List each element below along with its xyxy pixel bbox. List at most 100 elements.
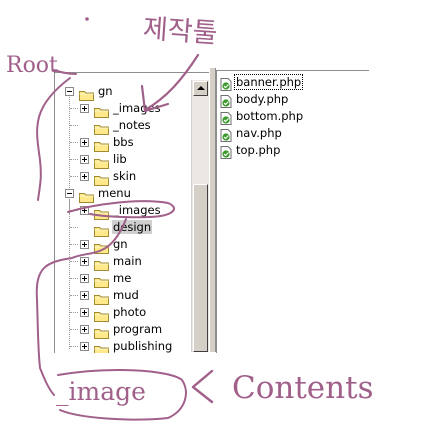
tree-item[interactable]: _images <box>55 202 195 220</box>
collapse-toggle-icon[interactable] <box>65 87 74 96</box>
contents-annotation: Contents <box>232 370 373 406</box>
tree-item[interactable]: photo <box>55 304 195 322</box>
expand-toggle-icon[interactable] <box>80 325 89 334</box>
folder-icon <box>94 137 109 152</box>
tree-item[interactable]: _images <box>55 100 195 118</box>
tree-connector <box>70 346 78 347</box>
folder-icon <box>94 307 109 322</box>
scroll-up-arrow-icon[interactable] <box>193 81 208 96</box>
expand-toggle-icon[interactable] <box>80 172 89 181</box>
folder-icon <box>79 86 94 101</box>
folder-icon <box>94 256 109 271</box>
folder-icon <box>94 171 109 186</box>
folder-icon <box>94 290 109 305</box>
php-file-icon <box>220 144 232 159</box>
file-item-label: body.php <box>236 92 289 106</box>
tree-connector <box>70 261 78 262</box>
tree-connector <box>70 108 78 109</box>
folder-icon <box>94 273 109 288</box>
tree-item[interactable]: design <box>55 219 195 237</box>
tree-item[interactable]: publishing <box>55 338 195 353</box>
file-list-panel: banner.php body.php bottom.php nav.php top.p… <box>216 70 369 353</box>
php-file-icon <box>220 93 232 108</box>
file-item[interactable]: banner.php <box>220 74 365 91</box>
php-file-icon <box>220 127 232 142</box>
collapse-toggle-icon[interactable] <box>65 189 74 198</box>
folder-icon <box>79 188 94 203</box>
root-annotation: Root <box>6 53 58 78</box>
tree-item-label: menu <box>98 186 131 200</box>
tree-item[interactable]: lib <box>55 151 195 169</box>
tree-item[interactable]: program <box>55 321 195 339</box>
expand-toggle-icon[interactable] <box>80 240 89 249</box>
tree-connector <box>70 142 78 143</box>
tree-item-label: gn <box>113 237 128 251</box>
tree-item-label: program <box>113 322 163 336</box>
scroll-thumb[interactable] <box>193 184 208 352</box>
tree-connector <box>70 125 78 126</box>
tree-item-label: me <box>113 271 132 285</box>
contents-arrow <box>191 369 214 404</box>
tree-connector <box>70 210 78 211</box>
tree-item-label: _images <box>113 101 161 115</box>
tree-connector <box>70 244 78 245</box>
panel-splitter[interactable] <box>209 68 216 352</box>
tree-item-label: photo <box>113 305 147 319</box>
tree-item-label: bbs <box>113 135 134 149</box>
folder-icon <box>94 324 109 339</box>
tree-item[interactable]: _notes <box>55 117 195 135</box>
ink-dot <box>85 17 89 21</box>
file-item-label: bottom.php <box>236 109 304 123</box>
tree-connector <box>70 278 78 279</box>
tree-item[interactable]: gn <box>55 83 195 101</box>
tree-item[interactable]: menu <box>55 185 195 203</box>
php-file-icon <box>220 76 232 91</box>
folder-icon <box>94 205 109 220</box>
tree-item-label: mud <box>113 288 139 302</box>
tree-scrollbar[interactable] <box>191 80 209 352</box>
tree-item-label: _images <box>113 203 161 217</box>
folder-icon <box>94 120 109 135</box>
expand-toggle-icon[interactable] <box>80 274 89 283</box>
tree-item[interactable]: me <box>55 270 195 288</box>
tree-item[interactable]: main <box>55 253 195 271</box>
expand-toggle-icon[interactable] <box>80 257 89 266</box>
expand-toggle-icon[interactable] <box>80 342 89 351</box>
expand-toggle-icon[interactable] <box>80 291 89 300</box>
expand-toggle-icon[interactable] <box>80 308 89 317</box>
image-callout-loop <box>57 369 187 421</box>
file-item[interactable]: body.php <box>220 91 365 108</box>
file-item-label: top.php <box>236 143 281 157</box>
expand-toggle-icon[interactable] <box>80 206 89 215</box>
tree-item-label: lib <box>113 152 127 166</box>
folder-icon <box>94 222 109 237</box>
tree-connector <box>70 159 78 160</box>
korean-annotation: 제작툴 <box>142 13 219 49</box>
tree-connector <box>70 295 78 296</box>
expand-toggle-icon[interactable] <box>80 138 89 147</box>
tree-item[interactable]: skin <box>55 168 195 186</box>
file-item[interactable]: nav.php <box>220 125 365 142</box>
folder-icon <box>94 103 109 118</box>
tree-connector <box>70 312 78 313</box>
tree-item[interactable]: bbs <box>55 134 195 152</box>
expand-toggle-icon[interactable] <box>80 104 89 113</box>
folder-icon <box>94 341 109 353</box>
tree-connector <box>70 176 78 177</box>
tree-item[interactable]: gn <box>55 236 195 254</box>
tree-item-label: skin <box>113 169 137 183</box>
tree-item[interactable]: mud <box>55 287 195 305</box>
tree-connector <box>70 329 78 330</box>
file-item-label: nav.php <box>236 126 282 140</box>
file-item-label: banner.php <box>233 74 304 90</box>
image-annotation: _image <box>56 377 146 406</box>
php-file-icon <box>220 110 232 125</box>
folder-icon <box>94 239 109 254</box>
tree-item-label: main <box>113 254 142 268</box>
file-item[interactable]: top.php <box>220 142 365 159</box>
file-item[interactable]: bottom.php <box>220 108 365 125</box>
expand-toggle-icon[interactable] <box>80 155 89 164</box>
tree-connector <box>70 227 78 228</box>
